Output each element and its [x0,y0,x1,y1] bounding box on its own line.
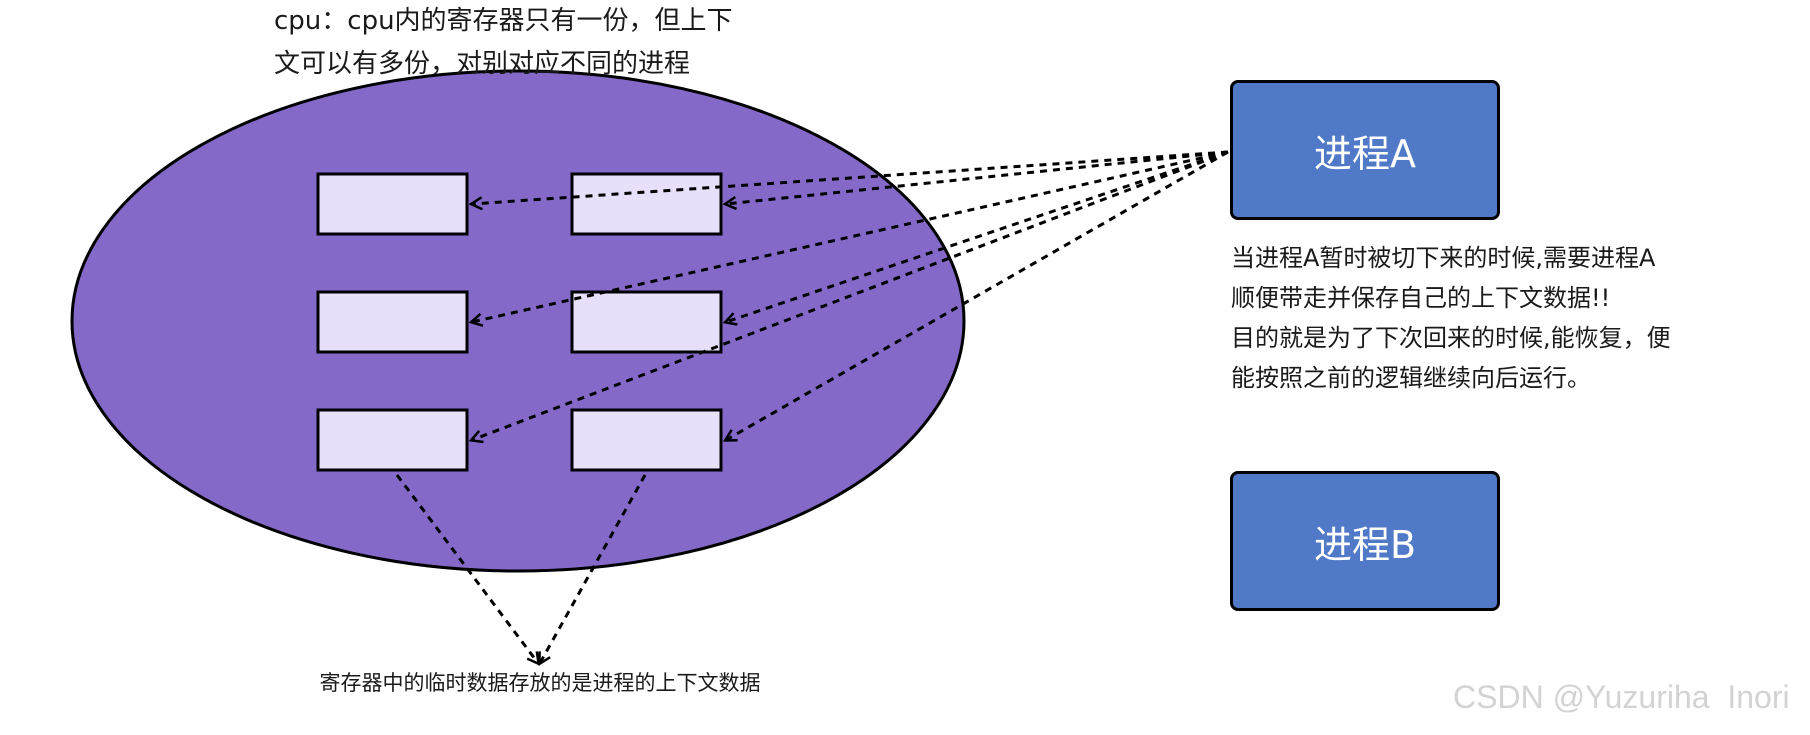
cpu-note-line: cpu：cpu内的寄存器只有一份，但上下 [274,6,733,36]
context-arrow [726,150,1229,440]
cpu-note-line: 文可以有多份，对别对应不同的进程 [274,49,691,79]
process-a-note-line: 目的就是为了下次回来的时候,能恢复，便 [1231,324,1671,352]
registers-caption: 寄存器中的临时数据存放的是进程的上下文数据 [319,671,761,695]
process-a-label: 进程A [1314,131,1416,176]
process-a-note-line: 顺便带走并保存自己的上下文数据!! [1231,284,1611,312]
cpu-ellipse [70,69,966,573]
register-box [570,172,723,236]
caption-arrow [540,474,647,663]
register-box [570,408,723,472]
process-a-note-line: 能按照之前的逻辑继续向后运行。 [1231,364,1591,392]
caption-arrow [395,474,538,663]
cpu-note: cpu：cpu内的寄存器只有一份，但上下 文可以有多份，对别对应不同的进程 [274,0,834,86]
watermark: CSDN @Yuzuriha Inori [1453,679,1790,715]
process-b-box: 进程B [1230,471,1500,611]
context-arrows [395,150,1229,663]
process-a-note-line: 当进程A暂时被切下来的时候,需要进程A [1231,244,1656,272]
register-box [570,290,723,354]
register-box [316,290,469,354]
context-arrow [472,150,1229,440]
context-arrow [472,150,1229,204]
process-b-label: 进程B [1313,522,1417,567]
process-a-note: 当进程A暂时被切下来的时候,需要进程A 顺便带走并保存自己的上下文数据!! 目的… [1231,238,1791,398]
register-box [316,408,469,472]
process-a-box: 进程A [1230,80,1500,220]
register-box [316,172,469,236]
register-grid [316,172,723,472]
context-arrow [726,150,1229,322]
context-arrow [726,150,1229,204]
